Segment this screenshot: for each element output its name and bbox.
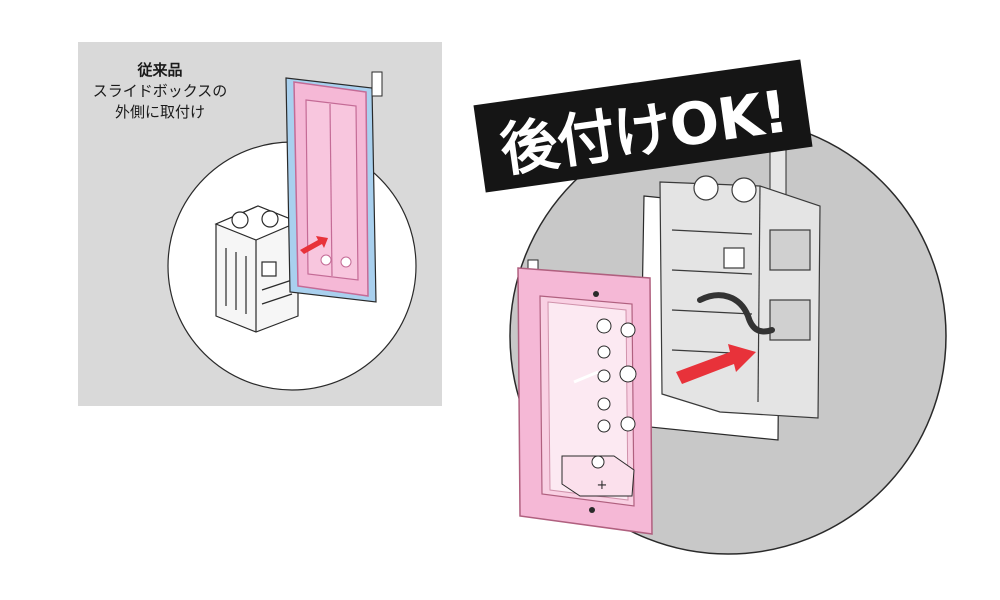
caption-title: 従来品 (137, 61, 183, 79)
slide-box-small (214, 205, 300, 333)
left-caption: 従来品 スライドボックスの 外側に取付け (78, 60, 242, 123)
cable (697, 292, 775, 335)
insert-arrow-large (676, 344, 756, 384)
insert-arrow-small (300, 236, 328, 254)
conventional-frame (285, 71, 383, 303)
caption-line-1: スライドボックスの (92, 82, 228, 100)
caption-line-2: 外側に取付け (114, 103, 205, 121)
retrofit-plate: + (517, 259, 653, 535)
plate-plus-label: + (597, 478, 608, 493)
